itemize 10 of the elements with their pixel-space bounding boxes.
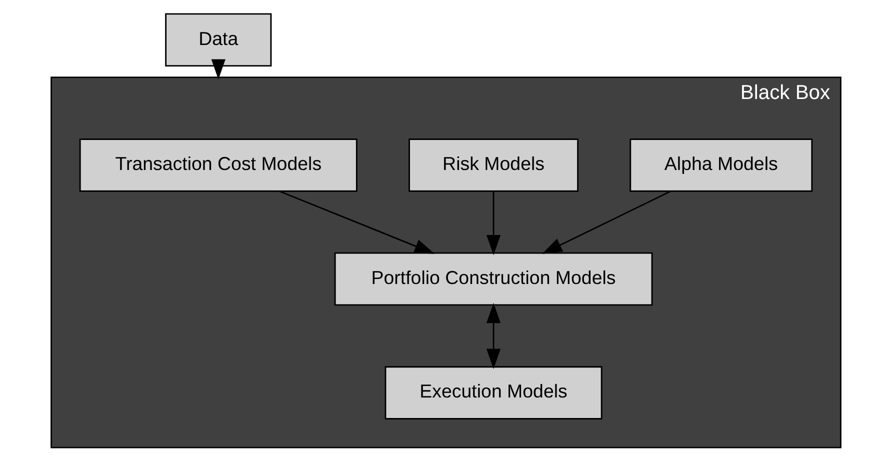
arrow [542,190,671,254]
node-box: Transaction Cost Models [79,138,358,192]
node-box: Risk Models [408,138,579,192]
arrow [486,191,501,256]
arrow [211,59,226,80]
node-box: Portfolio Construction Models [334,252,653,306]
node-box: Alpha Models [630,138,813,192]
node-box: Execution Models [384,366,602,420]
arrow [279,190,435,254]
arrow [486,302,501,369]
